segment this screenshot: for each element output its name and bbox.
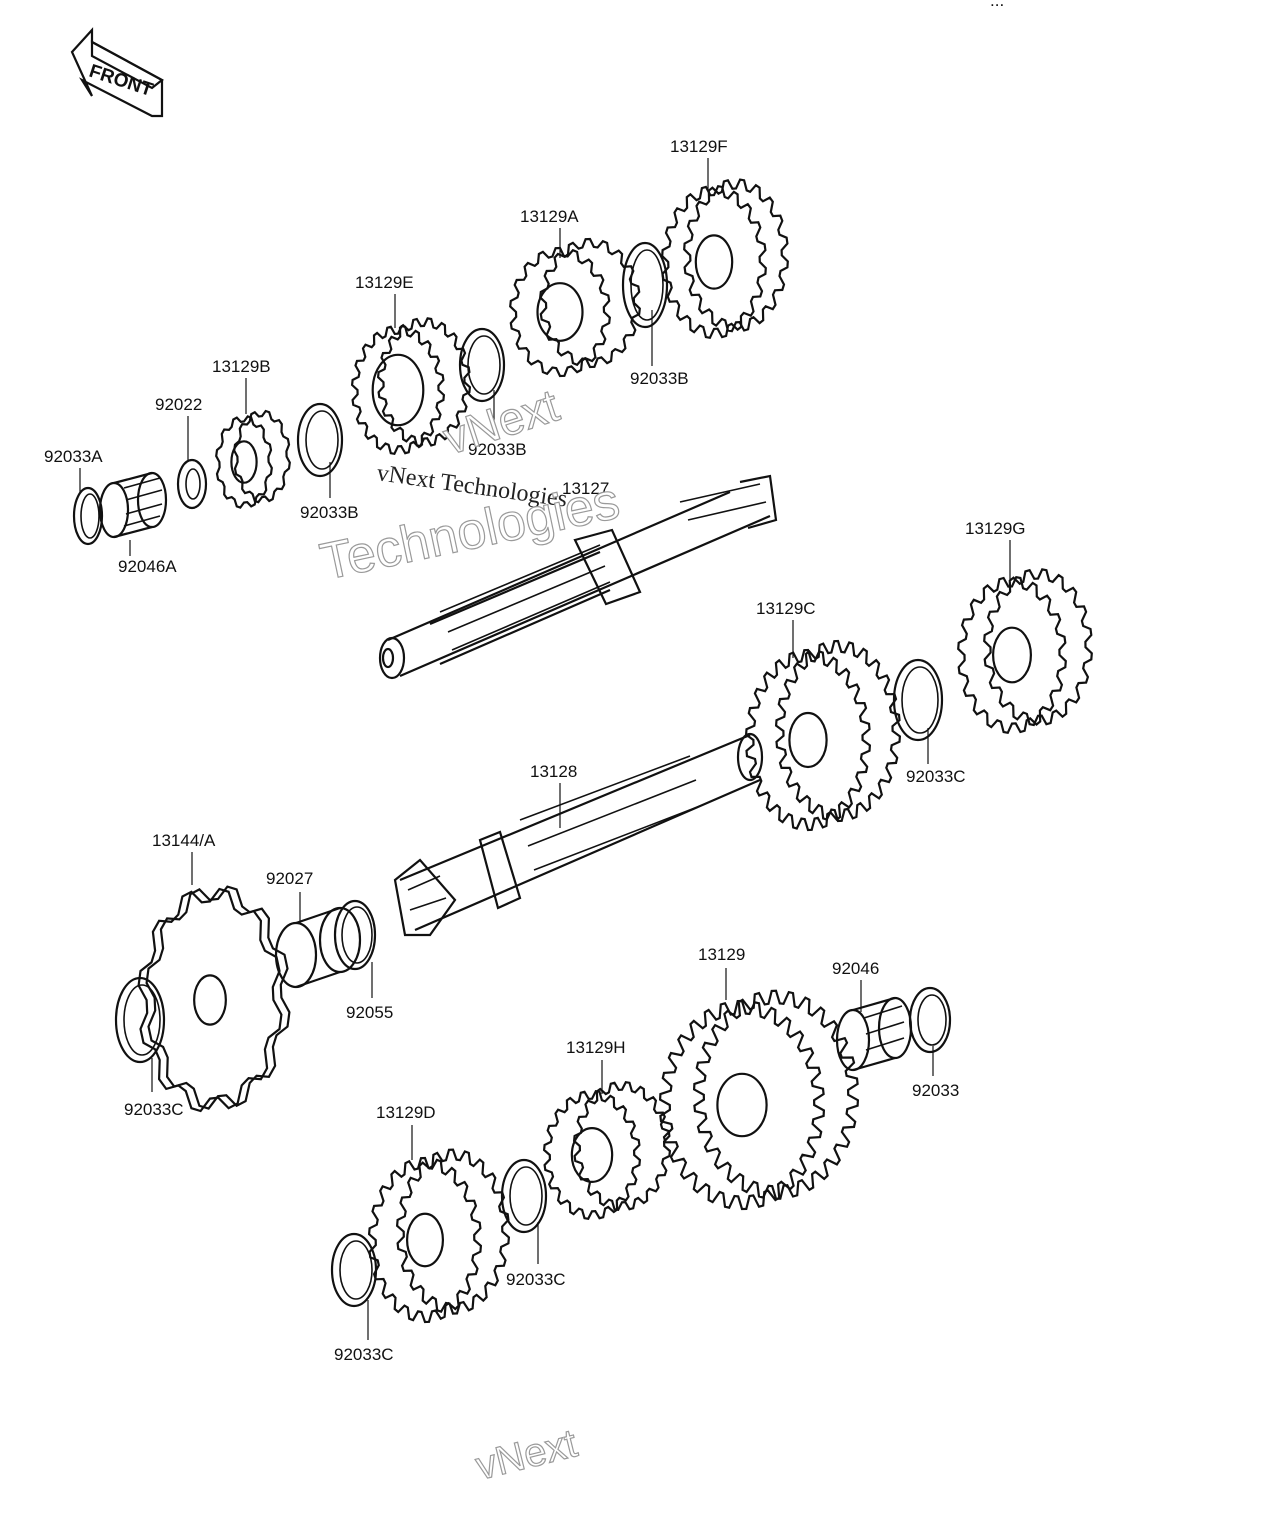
gear-13129B [215, 409, 291, 509]
label-13129G: 13129G [965, 519, 1026, 538]
sprocket-13144A [137, 885, 291, 1113]
front-arrow-icon: FRONT [70, 27, 164, 118]
circlip-92033B-low [458, 327, 506, 403]
label-92033C-left: 92033C [124, 1100, 184, 1119]
leader-lines [79, 158, 1011, 1340]
collar-92027 [274, 906, 362, 989]
label-92033B-top: 92033B [630, 369, 689, 388]
label-92046: 92046 [832, 959, 879, 978]
gear-13129G [957, 568, 1093, 735]
label-92033: 92033 [912, 1081, 959, 1100]
circlip-92033C-mid [500, 1158, 548, 1234]
circlip-92033C-left [114, 976, 166, 1064]
label-13129A: 13129A [520, 207, 579, 226]
o-ring-92055 [333, 899, 377, 971]
gear-13129H [542, 1080, 672, 1221]
circlip-92033A [72, 486, 104, 546]
gear-13129C [744, 639, 902, 832]
circlip-92033B-mid [296, 402, 344, 478]
circlip-92033B-top [621, 241, 669, 329]
gear-13129E [350, 317, 472, 456]
label-13129B: 13129B [212, 357, 271, 376]
circlip-92033C-right [892, 658, 944, 742]
label-92055: 92055 [346, 1003, 393, 1022]
circlip-92033 [908, 986, 952, 1054]
label-13127: 13127 [562, 479, 609, 498]
watermark-line4: vNext [472, 1421, 582, 1488]
label-13129F: 13129F [670, 137, 728, 156]
label-92046A: 92046A [118, 557, 177, 576]
part-labels: 13129F 13129A 13129E 92033B 13129B 92022… [44, 137, 1026, 1364]
label-92033C-mid: 92033C [506, 1270, 566, 1289]
label-13129H: 13129H [566, 1038, 626, 1057]
corner-code: ... [990, 0, 1004, 10]
needle-bearing-92046A [98, 471, 168, 539]
gear-13129D [367, 1148, 511, 1324]
label-13129C: 13129C [756, 599, 816, 618]
front-label: FRONT [86, 61, 155, 101]
label-92033A: 92033A [44, 447, 103, 466]
gear-13129A [509, 237, 641, 378]
label-13129: 13129 [698, 945, 745, 964]
label-92033C-bottom: 92033C [334, 1345, 394, 1364]
label-92027: 92027 [266, 869, 313, 888]
label-13129E: 13129E [355, 273, 414, 292]
label-13129D: 13129D [376, 1103, 436, 1122]
gear-13129 [658, 989, 860, 1211]
label-92033B-low: 92033B [468, 440, 527, 459]
shaft-13128 [393, 732, 764, 937]
label-92022: 92022 [155, 395, 202, 414]
washer-92022 [176, 458, 208, 510]
circlip-92033C-bottom [330, 1232, 378, 1308]
label-92033C-right: 92033C [906, 767, 966, 786]
label-92033B-mid: 92033B [300, 503, 359, 522]
gear-13129F [661, 178, 789, 340]
needle-bearing-92046 [835, 996, 913, 1072]
label-13128: 13128 [530, 762, 577, 781]
shaft-13127 [378, 474, 778, 680]
label-13144A: 13144/A [152, 831, 216, 850]
